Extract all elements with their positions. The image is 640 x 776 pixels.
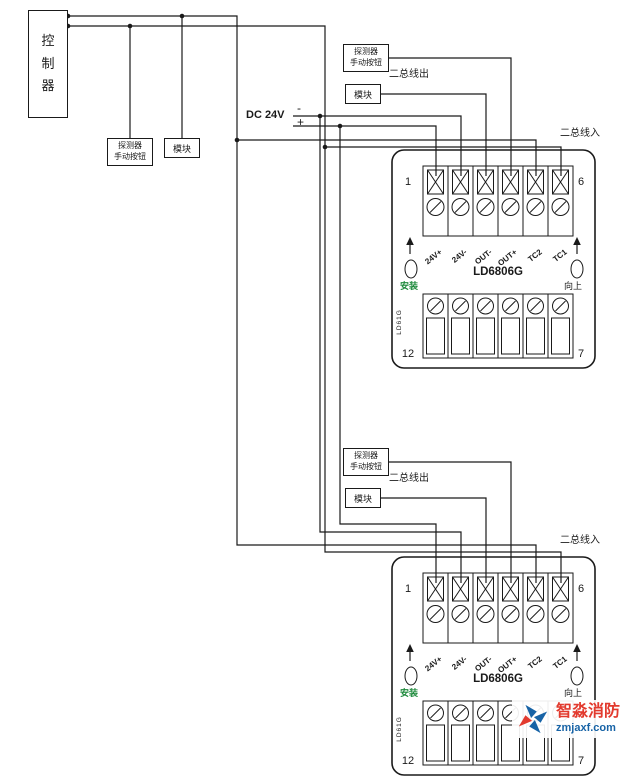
module-box-1: 模块	[164, 138, 200, 158]
watermark-site: zmjaxf.com	[556, 722, 616, 735]
manual-button-label: 手动按钮	[350, 58, 382, 67]
module-panel-2	[392, 557, 595, 775]
wire-bus-b	[68, 25, 562, 583]
wire-busout-module-2	[381, 497, 487, 583]
bus-out-label-1: 二总线出	[389, 69, 429, 80]
detector-label: 探测器	[118, 141, 142, 151]
bus-out-label-2: 二总线出	[389, 473, 429, 484]
bus-in-label-1: 二总线入	[560, 128, 600, 139]
wire-dc-minus-branch	[319, 116, 462, 583]
watermark-logo-icon	[518, 704, 548, 734]
detector-manual-button-box-2: 探测器 手动按钮	[343, 44, 389, 72]
wire-dc-minus	[293, 115, 462, 176]
detector-manual-button-box-3: 探测器 手动按钮	[343, 448, 389, 476]
manual-button-label: 手动按钮	[350, 462, 382, 471]
controller-label: 控制器	[41, 32, 55, 94]
watermark: 智淼消防 zmjaxf.com	[512, 700, 625, 738]
manual-button-label: 手动按钮	[114, 152, 146, 161]
junction-dot	[127, 23, 133, 29]
controller-box: 控制器	[28, 10, 68, 118]
detector-label: 探测器	[354, 47, 378, 57]
watermark-brand: 智淼消防	[556, 703, 621, 721]
module-label: 模块	[353, 493, 372, 504]
junction-dot	[179, 13, 185, 19]
dc-plus-sign: +	[297, 115, 305, 129]
detector-manual-button-box-1: 探测器 手动按钮	[107, 138, 153, 166]
junction-dot	[337, 123, 343, 129]
junction-dot	[317, 113, 323, 119]
wire-dc-plus-branch	[339, 126, 437, 583]
dc-minus-sign: -	[297, 101, 301, 115]
wire-busout-module-1	[381, 93, 487, 176]
wire-bus-a-tap-panel1	[237, 139, 537, 176]
dc-24v-label: DC 24V	[246, 109, 285, 121]
module-box-2: 模块	[345, 84, 381, 104]
module-box-3: 模块	[345, 488, 381, 508]
junction-dot	[234, 137, 240, 143]
junction-dot	[322, 144, 328, 150]
wire-busout-detector-2	[389, 461, 512, 583]
module-label: 模块	[353, 89, 372, 100]
module-panel-1	[392, 150, 595, 368]
module-label: 模块	[172, 143, 191, 154]
wire-bus-b-tap-panel1	[325, 146, 562, 176]
bus-in-label-2: 二总线入	[560, 535, 600, 546]
wire-busout-detector-1	[389, 57, 512, 176]
detector-label: 探测器	[354, 451, 378, 461]
